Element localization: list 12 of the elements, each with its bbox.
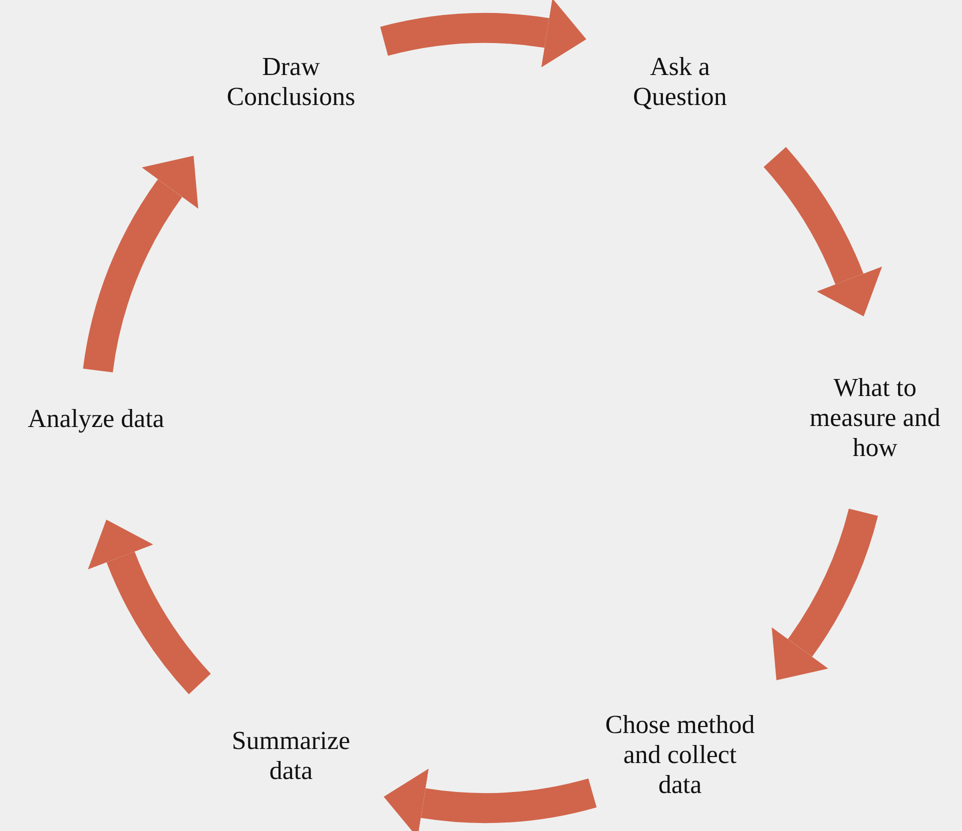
- step-label: Ask a Question: [632, 52, 728, 112]
- curved-arrow: [383, 768, 596, 831]
- curved-arrow: [770, 508, 878, 682]
- curved-arrow: [763, 147, 882, 316]
- step-label: Analyze data: [26, 404, 166, 434]
- curved-arrow: [380, 0, 587, 68]
- step-label: Chose method and collect data: [604, 710, 756, 800]
- curved-arrow: [88, 520, 212, 694]
- step-label: What to measure and how: [808, 373, 942, 463]
- step-label: Draw Conclusions: [226, 52, 356, 112]
- step-label: Summarize data: [230, 726, 352, 786]
- curved-arrow: [83, 154, 200, 374]
